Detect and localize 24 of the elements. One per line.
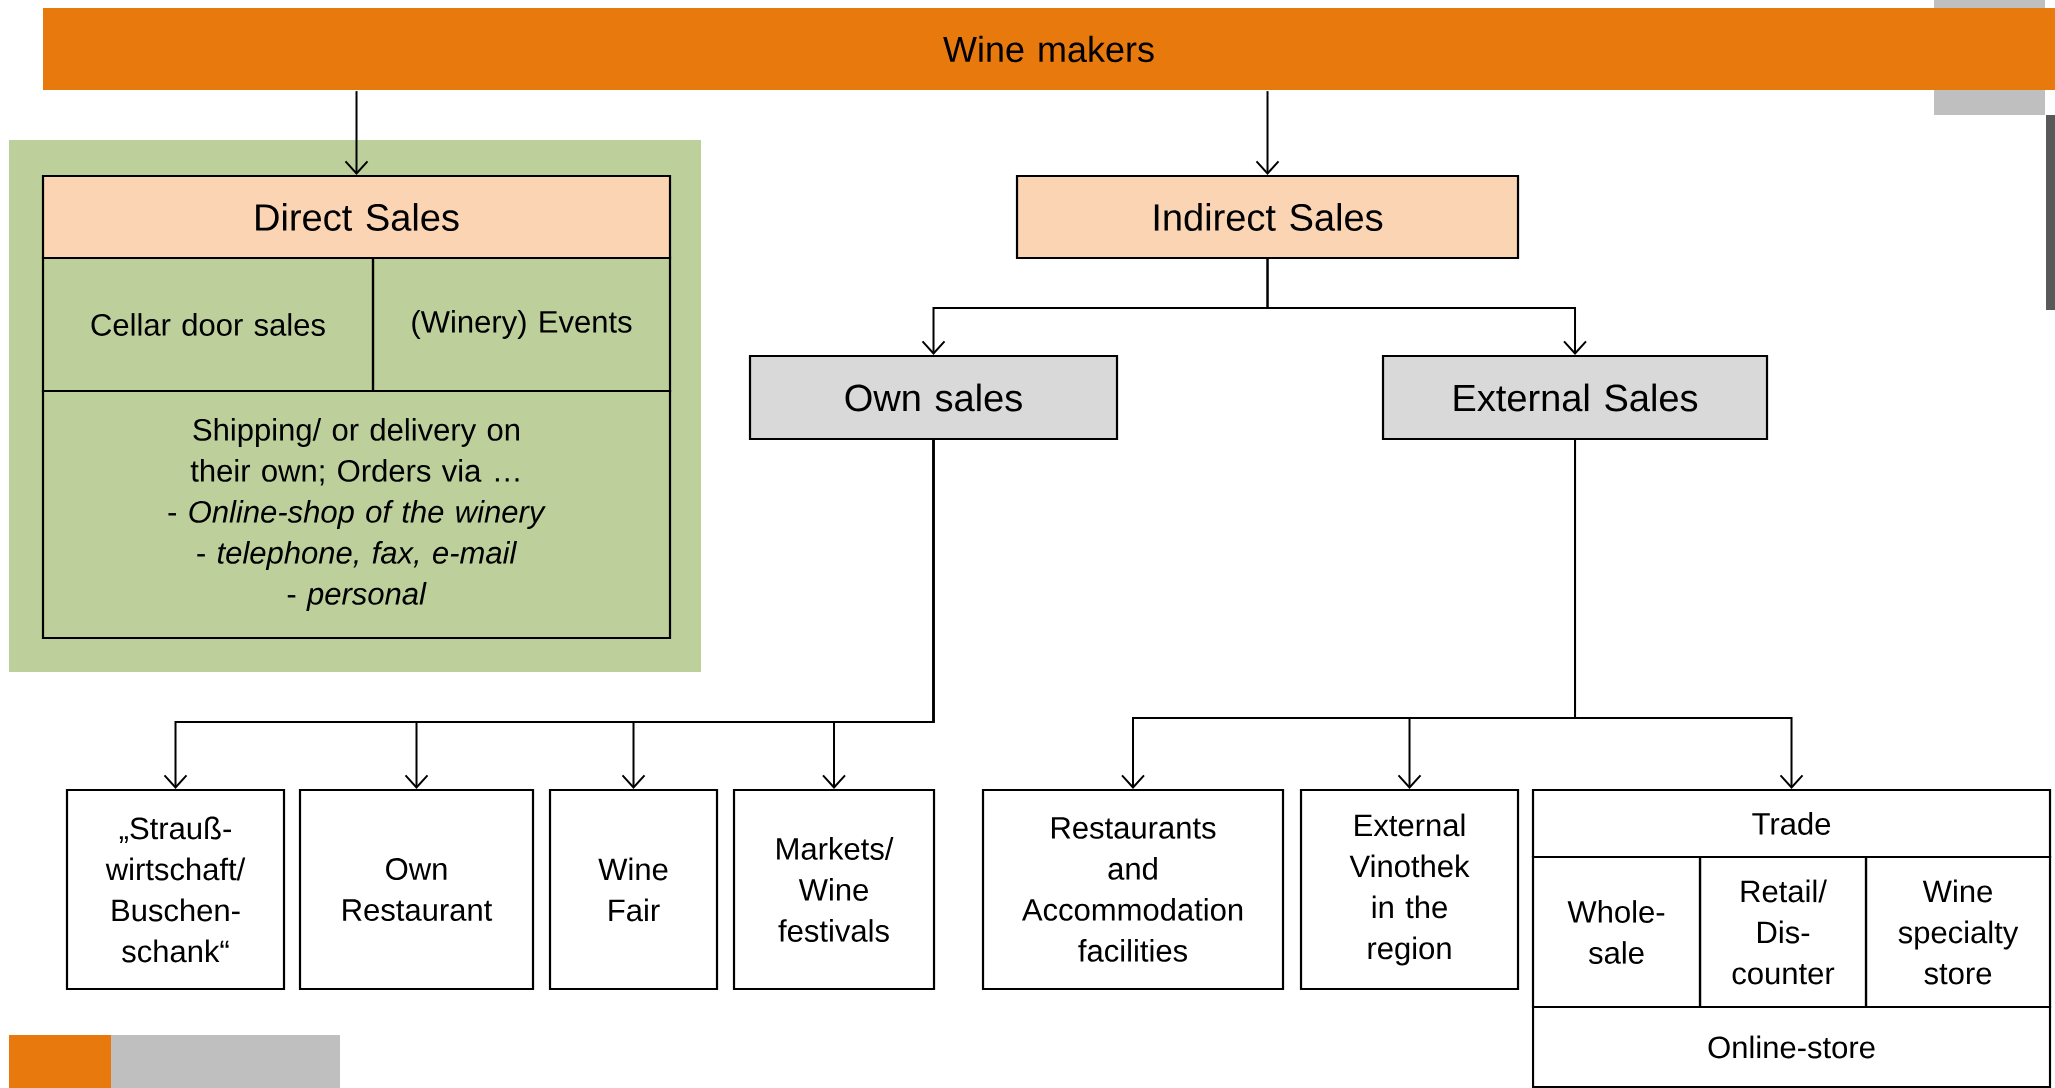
channel-box: „Strauß- wirtschaft/ Buschen- schank“ <box>65 788 286 991</box>
section-header: Direct Sales <box>41 174 672 260</box>
channel-cell: Online-store <box>1531 1005 2052 1088</box>
header-bar: Wine makers <box>43 8 2055 90</box>
arrow <box>344 90 369 175</box>
channel-box: External Vinothek in the region <box>1299 788 1520 991</box>
channel-box: Own Restaurant <box>298 788 535 991</box>
channel-box: Wine Fair <box>548 788 719 991</box>
arrow <box>1266 258 1587 355</box>
channel-cell: Whole- sale <box>1531 855 1702 1009</box>
arrow <box>1255 90 1280 175</box>
arrow <box>822 439 935 789</box>
channel-cell: Wine specialty store <box>1864 855 2052 1009</box>
channel-cell: Trade <box>1531 788 2052 859</box>
channel-box: Markets/ Wine festivals <box>732 788 936 991</box>
channel-cell: Retail/ Dis- counter <box>1698 855 1868 1009</box>
channel-cell: (Winery) Events <box>371 256 672 393</box>
category-box: External Sales <box>1381 354 1769 441</box>
category-box: Own sales <box>748 354 1119 441</box>
arrow <box>1574 439 1804 789</box>
section-header: Indirect Sales <box>1015 174 1520 260</box>
channel-box: Restaurants and Accommodation facilities <box>981 788 1285 991</box>
channel-cell: Shipping/ or delivery on their own; Orders via … - Online-shop of the winery - telephone, fax, e-mail - personal <box>41 389 672 640</box>
channel-cell: Cellar door sales <box>41 256 375 393</box>
